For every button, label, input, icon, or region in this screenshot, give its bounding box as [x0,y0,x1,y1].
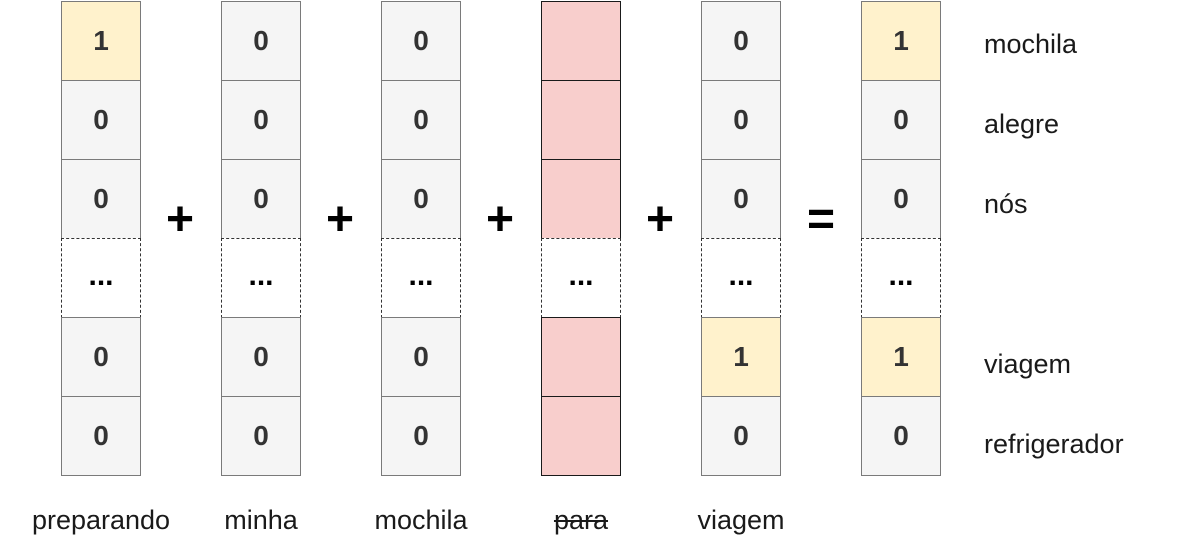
vector-cell [541,317,621,397]
ellipsis-cell: ... [381,238,461,318]
vector-cell: 1 [61,1,141,81]
word-label: minha [224,505,298,535]
vector-cell: 0 [61,396,141,476]
vector-cell: 0 [381,317,461,397]
plus-operator: + [165,193,195,246]
vector-cell: 0 [701,1,781,81]
equals-operator: = [806,193,836,246]
ellipsis-cell: ... [61,238,141,318]
vector-cell: 0 [221,1,301,81]
vector-cell: 0 [861,80,941,160]
ellipsis-cell: ... [861,238,941,318]
plus-operator: + [645,193,675,246]
vector-cell: 1 [861,317,941,397]
ellipsis-cell: ... [701,238,781,318]
vector-cell [541,1,621,81]
vocabulary-label: refrigerador [984,429,1124,459]
ellipsis-cell: ... [221,238,301,318]
word-label: viagem [697,505,785,535]
vector-cell: 0 [381,80,461,160]
vocabulary-label: alegre [984,109,1060,139]
vector-cell: 1 [701,317,781,397]
plus-operator: + [485,193,515,246]
vocabulary-label: mochila [984,29,1078,59]
vector-cell [541,80,621,160]
vector-cell: 0 [861,396,941,476]
vector-cell: 0 [381,1,461,81]
plus-operator: + [325,193,355,246]
vector-cell: 0 [701,80,781,160]
vocabulary-label: nós [984,189,1028,219]
vector-cell: 0 [381,396,461,476]
vector-cell: 0 [701,159,781,239]
vector-cell: 0 [701,396,781,476]
vector-cell: 0 [61,159,141,239]
vector-cell: 1 [861,1,941,81]
word-vector-4: ... [541,1,621,476]
vector-cell: 0 [381,159,461,239]
word-label: preparando [31,505,171,535]
vector-cell: 0 [221,80,301,160]
vector-cell: 0 [861,159,941,239]
ellipsis-cell: ... [541,238,621,318]
vocabulary-label: viagem [984,349,1072,379]
stopword-label: para [553,505,609,535]
vector-cell: 0 [221,396,301,476]
vector-cell [541,159,621,239]
word-label: mochila [374,505,468,535]
vector-cell [541,396,621,476]
vector-cell: 0 [61,80,141,160]
vector-cell: 0 [61,317,141,397]
vector-cell: 0 [221,317,301,397]
vector-cell: 0 [221,159,301,239]
